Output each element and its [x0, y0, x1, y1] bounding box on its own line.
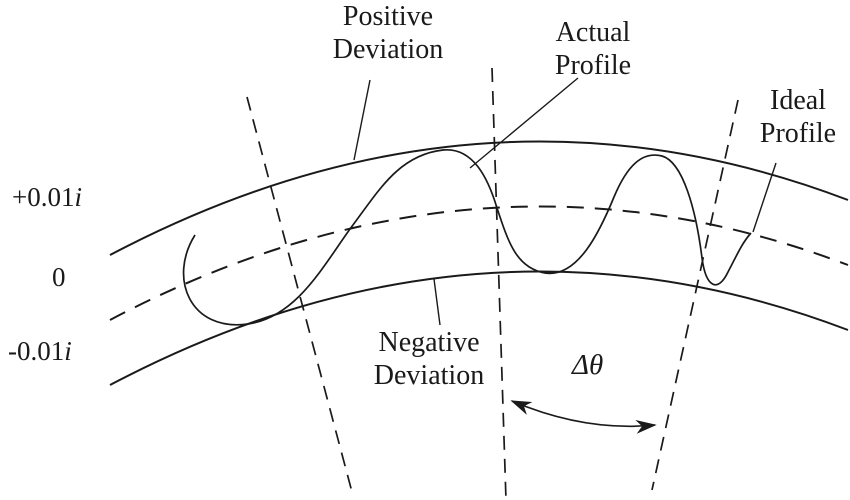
axis-plus-symbol: i — [74, 182, 82, 212]
inner-tolerance-arc — [109, 270, 849, 386]
actual-profile-leader — [469, 77, 579, 169]
negative-deviation-leader — [433, 278, 441, 326]
outer-tolerance-arc — [109, 140, 849, 256]
axis-minus-value: -0.01 — [8, 336, 65, 366]
axis-label-zero: 0 — [52, 262, 66, 294]
axis-label-minus: -0.01i — [8, 336, 72, 368]
actual-profile-label: Actual Profile — [554, 17, 632, 82]
positive-deviation-label: Positive Deviation — [332, 1, 444, 66]
radial-line-middle — [491, 67, 507, 500]
delta-theta-label: Δθ — [572, 349, 604, 381]
axis-plus-value: +0.01 — [12, 182, 75, 212]
delta-theta-arrow — [510, 400, 657, 434]
radial-line-right — [651, 99, 739, 491]
radial-line-left — [246, 96, 353, 493]
ideal-profile-leader — [752, 162, 777, 233]
axis-label-plus: +0.01i — [12, 182, 82, 214]
ideal-profile-label: Ideal Profile — [759, 85, 837, 150]
positive-deviation-leader — [353, 79, 371, 161]
axis-minus-symbol: i — [64, 336, 72, 366]
negative-deviation-label: Negative Deviation — [373, 327, 485, 392]
ideal-profile-arc — [109, 205, 849, 321]
axis-zero-value: 0 — [52, 262, 66, 292]
actual-profile-curve — [182, 149, 752, 326]
